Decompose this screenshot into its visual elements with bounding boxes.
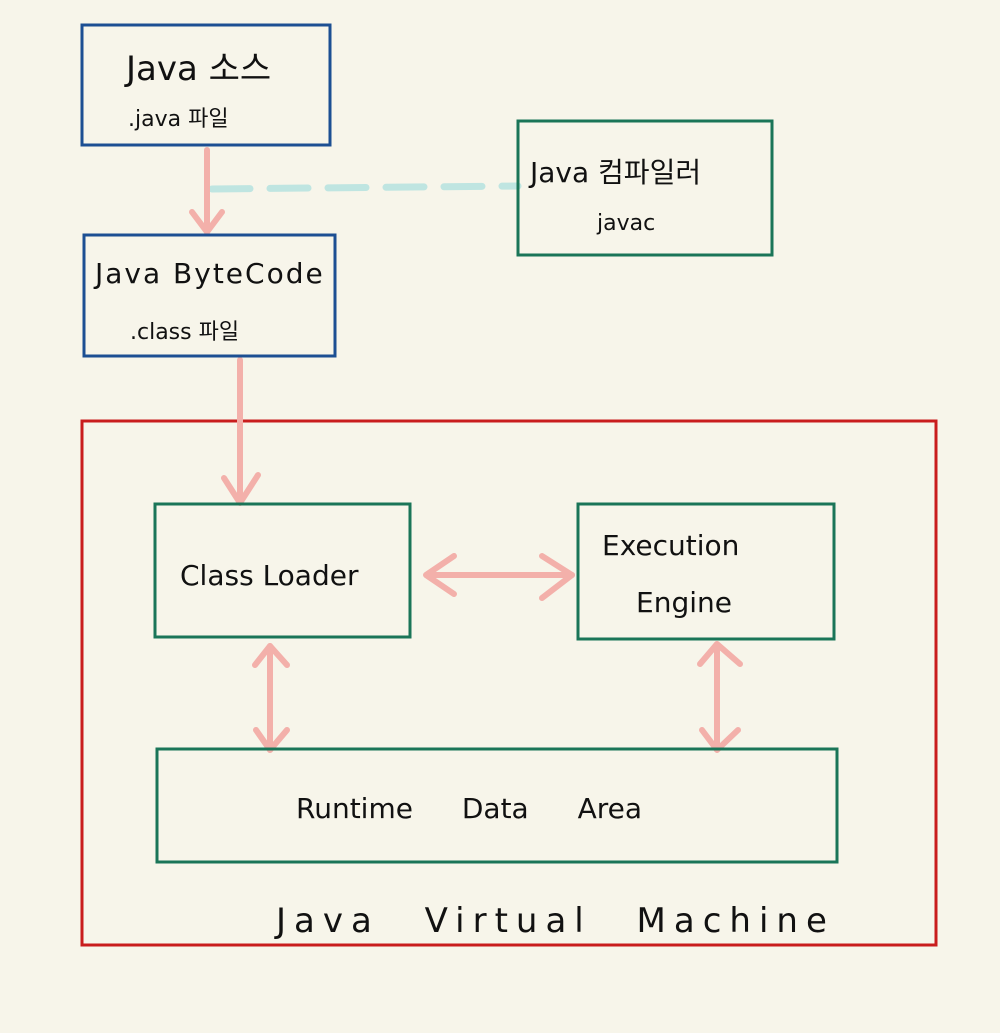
runtime-data-area-node: Runtime Data Area: [155, 747, 839, 864]
jvm-container: [80, 419, 938, 947]
java-compiler-subtitle: javac: [596, 211, 655, 236]
execution-engine-label-line2: Engine: [636, 586, 732, 619]
java-source-node: Java 소스 .java 파일: [80, 23, 332, 147]
arrow-classloader-executionengine: [423, 553, 575, 601]
execution-engine-node: Execution Engine: [576, 502, 836, 641]
java-source-title: Java 소스: [124, 49, 271, 89]
runtime-data-area-box: [155, 747, 839, 864]
jvm-title: Java Virtual Machine: [274, 901, 835, 941]
arrow-bytecode-to-classloader: [221, 357, 261, 506]
compiler-link-dashed: [208, 182, 522, 193]
arrow-source-to-bytecode: [189, 147, 225, 235]
execution-engine-label-line1: Execution: [602, 529, 739, 562]
flow-arrows: [189, 147, 743, 753]
java-source-subtitle: .java 파일: [128, 107, 229, 132]
runtime-data-area-label: Runtime Data Area: [296, 792, 642, 825]
execution-engine-box: [576, 502, 836, 641]
java-bytecode-box: [82, 233, 337, 358]
class-loader-label: Class Loader: [180, 559, 359, 592]
java-bytecode-node: Java ByteCode .class 파일: [82, 233, 337, 358]
java-compiler-box: [516, 119, 774, 257]
class-loader-node: Class Loader: [153, 502, 412, 639]
jvm-boundary: [80, 419, 938, 947]
arrow-classloader-runtime: [252, 643, 290, 753]
arrow-executionengine-runtime: [697, 641, 743, 753]
java-compiler-title: Java 컴파일러: [528, 156, 701, 189]
java-source-box: [80, 23, 332, 147]
java-bytecode-subtitle: .class 파일: [130, 320, 239, 345]
java-bytecode-title: Java ByteCode: [93, 257, 325, 290]
class-loader-box: [153, 502, 412, 639]
java-compiler-node: Java 컴파일러 javac: [516, 119, 774, 257]
